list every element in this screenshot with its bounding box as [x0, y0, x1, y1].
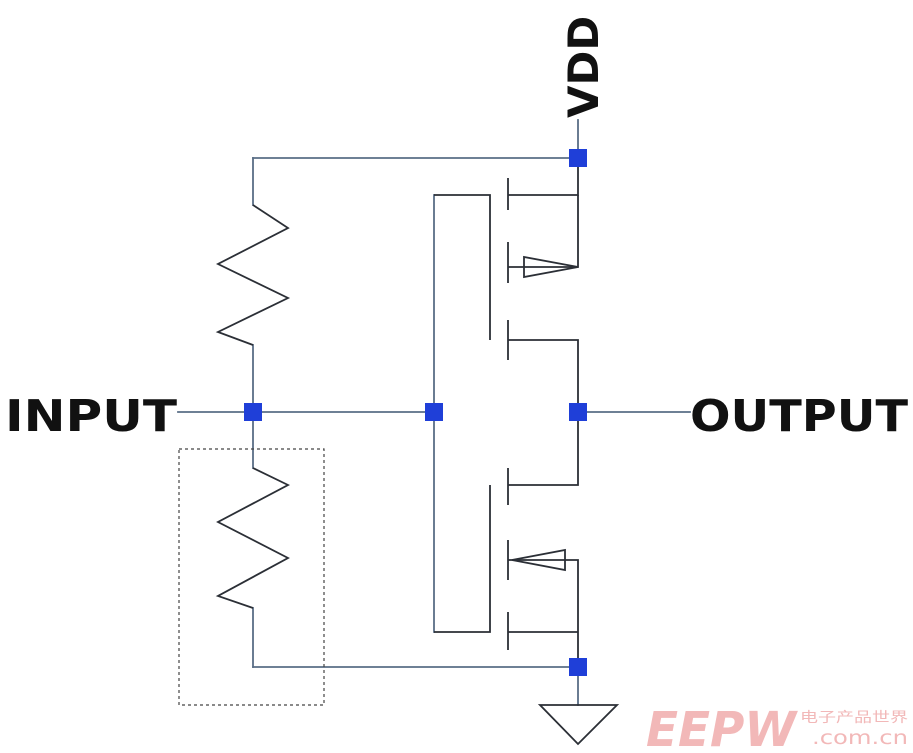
input-label: INPUT [5, 391, 177, 442]
nmos-transistor [434, 412, 579, 667]
output-label: OUTPUT [690, 391, 908, 442]
junction-input [244, 403, 262, 421]
pmos-transistor [434, 158, 579, 412]
eepw-watermark: EEPW 电子产品世界 .com.cn [646, 702, 908, 753]
ground-symbol [537, 704, 620, 746]
watermark-tagline: 电子产品世界 [800, 710, 908, 726]
junction-gate [425, 403, 443, 421]
junction-output [569, 403, 587, 421]
junction-vdd [569, 149, 587, 167]
highlight-box [178, 448, 325, 706]
vdd-label: VDD [559, 16, 608, 118]
watermark-domain: .com.cn [812, 727, 908, 749]
watermark-brand: EEPW [646, 702, 798, 753]
pull-up-resistor [215, 204, 291, 346]
junction-ground [569, 658, 587, 676]
pull-down-resistor [215, 467, 290, 609]
junctions [244, 149, 587, 676]
